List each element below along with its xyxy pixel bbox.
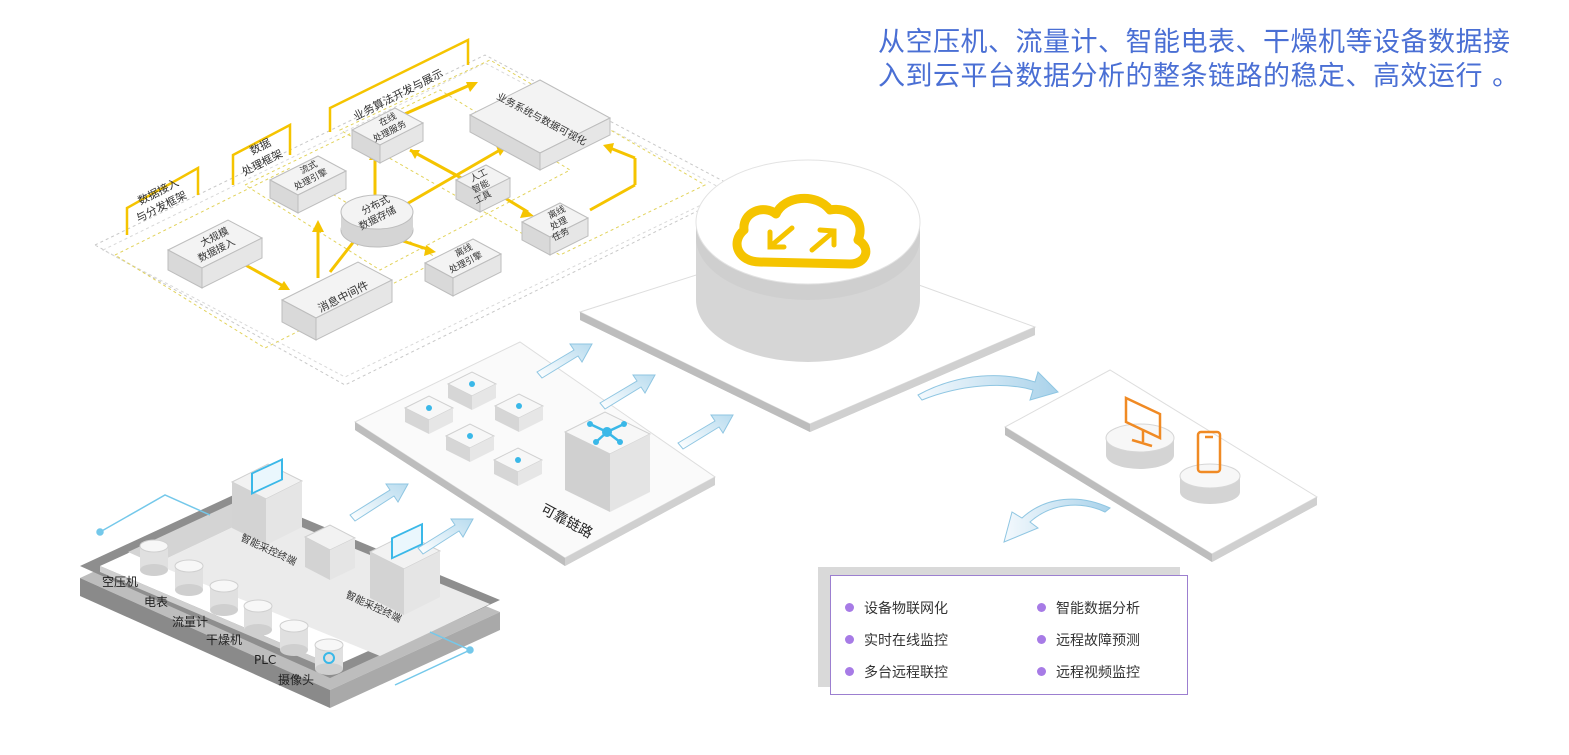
module-bigdata-ingest: 大规模 数据接入 (166, 219, 264, 289)
feature-label: 智能数据分析 (1056, 601, 1140, 617)
feature-label: 实时在线监控 (864, 633, 948, 649)
curved-arrow-down-icon (1003, 498, 1111, 543)
network-platform: 可靠链路 (353, 341, 716, 566)
switch-cube-1 (446, 371, 498, 410)
framework-outer-region-2 (101, 62, 730, 378)
module-distributed-storage: 分布式 数据存储 (340, 192, 414, 248)
legend-shadow-top (818, 567, 1180, 575)
network-hub-icon (587, 421, 627, 445)
device-label-1: 电表 (144, 595, 168, 609)
headline-line-2: 入到云平台数据分析的整条链路的稳定、高效运行 。 (878, 61, 1520, 92)
framework-ingest-region (113, 167, 442, 349)
cloud-platform (578, 159, 1037, 432)
bullet-dot-icon (845, 634, 854, 644)
edge-connection-lines (96, 494, 474, 686)
uplink-arrow-icon (536, 343, 593, 379)
module-stream-engine: 流式 处理引擎 (268, 155, 348, 214)
switch-cube-3 (493, 393, 545, 432)
feature-item: 远程视频监控 (1037, 662, 1140, 682)
feature-item: 远程故障预测 (1037, 630, 1140, 650)
monitor-icon (1124, 396, 1162, 448)
device-camera-cylinder (314, 638, 344, 675)
ingest-section-label: 数据接入 与分发框架 (125, 165, 200, 235)
device-label-5: 摄像头 (278, 672, 314, 687)
feature-item: 实时在线监控 (845, 630, 948, 650)
feature-item: 设备物联网化 (845, 598, 948, 618)
bullet-dot-icon (1037, 666, 1046, 676)
network-node-icon (426, 405, 432, 411)
terminal-chip-icon-2 (391, 522, 423, 560)
transfer-arrows-icon (767, 225, 837, 253)
phone-icon (1196, 430, 1222, 474)
terminal-chip-icon (251, 458, 283, 495)
headline-line-1: 从空压机、流量计、智能电表、干燥机等设备数据接 (878, 27, 1511, 58)
framework-business-region (338, 59, 707, 256)
feature-label: 设备物联网化 (864, 601, 948, 617)
module-online-service: 在线 处理服务 (350, 107, 425, 164)
module-message-middleware: 消息中间件 (280, 261, 394, 341)
network-node-icon (516, 403, 522, 409)
feature-item: 智能数据分析 (1037, 598, 1140, 618)
headline: 从空压机、流量计、智能电表、干燥机等设备数据接 入到云平台数据分析的整条链路的稳… (878, 26, 1538, 94)
curved-arrows (917, 371, 1111, 543)
bullet-dot-icon (845, 602, 854, 612)
device-label-2: 流量计 (172, 615, 208, 629)
module-ai-tools: 人工 智能 工具 (454, 164, 512, 213)
bullet-dot-icon (1037, 634, 1046, 644)
bullet-dot-icon (1037, 602, 1046, 612)
device-flowmeter-cylinder (209, 579, 239, 616)
bullet-dot-icon (845, 666, 854, 676)
device-air-compressor-cylinder (139, 539, 169, 576)
cloud-icon (732, 193, 871, 269)
client-platform (1004, 369, 1318, 562)
switch-cube-2 (403, 395, 455, 434)
core-router-cube (563, 411, 652, 512)
network-node-icon (467, 433, 473, 439)
feature-label: 远程视频监控 (1056, 665, 1140, 681)
smart-terminal-2 (368, 522, 442, 615)
feature-list-box: 设备物联网化 实时在线监控 多台远程联控 智能数据分析 远程故障预测 远程视频监… (830, 575, 1188, 695)
module-batch-engine: 离线 处理引擎 (423, 238, 503, 297)
network-node-icon (515, 457, 521, 463)
smart-terminal-small (303, 524, 357, 580)
feature-item: 多台远程联控 (845, 662, 948, 682)
device-label-0: 空压机 (102, 575, 138, 589)
monitor-pedestal (1105, 396, 1175, 469)
network-node-icon (469, 381, 475, 387)
device-cylinders (139, 539, 344, 675)
uplink-arrow-icon (677, 414, 734, 450)
phone-pedestal (1179, 430, 1241, 504)
edge-platform: 智能采控终端 智能采控终端 (80, 458, 500, 708)
feature-label: 多台远程联控 (864, 665, 948, 681)
switch-cube-5 (492, 447, 544, 486)
uplink-arrows (349, 343, 734, 555)
feature-label: 远程故障预测 (1056, 633, 1140, 649)
camera-icon (323, 652, 335, 664)
device-meter-cylinder (174, 559, 204, 596)
switch-cube-4 (444, 423, 496, 462)
curved-arrow-right-icon (917, 371, 1059, 401)
legend-shadow-left (818, 567, 830, 687)
device-label-4: PLC (254, 653, 276, 667)
smart-terminal-1 (230, 458, 304, 545)
uplink-arrow-icon (417, 518, 474, 555)
device-plc-cylinder (279, 619, 309, 656)
uplink-arrow-icon (599, 374, 656, 410)
uplink-arrow-icon (349, 483, 409, 522)
device-label-3: 干燥机 (206, 633, 242, 647)
device-dryer-cylinder (243, 599, 273, 636)
module-biz-system: 业务系统与数据可视化 (468, 79, 612, 171)
module-offline-tasks: 离线 处理 任务 (520, 202, 590, 256)
